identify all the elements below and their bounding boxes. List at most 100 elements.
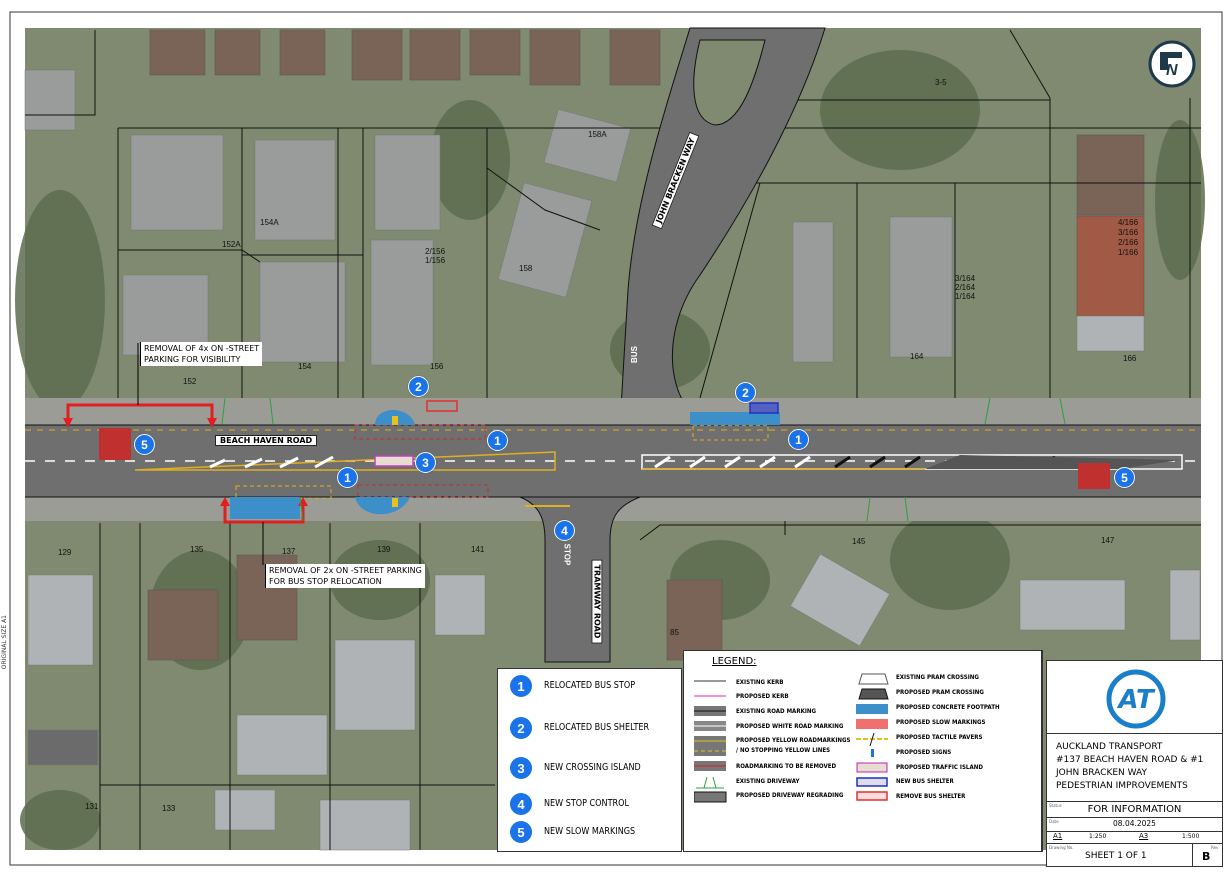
legend-item: PROPOSED CONCRETE FOOTPATH	[896, 703, 1000, 711]
lot-number: 1/156	[425, 256, 446, 265]
key-item: 2 RELOCATED BUS SHELTER	[510, 717, 674, 739]
lot-number: 164	[910, 352, 924, 361]
bus-road-text: BUS	[629, 346, 639, 363]
key-label: RELOCATED BUS STOP	[544, 680, 636, 691]
legend-item: NEW BUS SHELTER	[896, 777, 954, 785]
key-item: 4 NEW STOP CONTROL	[510, 793, 674, 815]
marker-5-slow-markings: 5	[134, 434, 155, 455]
lot-number: 158	[519, 264, 533, 273]
key-label: RELOCATED BUS SHELTER	[544, 722, 650, 733]
callout-line: FOR BUS STOP RELOCATION	[269, 577, 382, 586]
marker-4-stop-control: 4	[554, 520, 575, 541]
logo-text: AT	[1116, 685, 1156, 715]
key-label: NEW STOP CONTROL	[544, 798, 629, 809]
legend-swatches-right	[856, 673, 889, 801]
marker-1-bus-stop: 1	[487, 430, 508, 451]
legend-item: PROPOSED TACTILE PAVERS	[896, 733, 983, 741]
date-value: 08.04.2025	[1113, 819, 1156, 828]
lot-number: 85	[670, 628, 679, 637]
project-line: AUCKLAND TRANSPORT	[1056, 742, 1163, 752]
legend-item: / NO STOPPING YELLOW LINES	[736, 746, 831, 754]
marker-2-bus-shelter: 2	[735, 382, 756, 403]
lot-number: 1/164	[955, 292, 976, 301]
marker-5-slow-markings: 5	[1114, 467, 1135, 488]
project-description: AUCKLAND TRANSPORT #137 BEACH HAVEN ROAD…	[1056, 741, 1203, 793]
legend-item: EXISTING DRIVEWAY	[736, 777, 800, 785]
lot-number: 4/166	[1118, 218, 1139, 227]
scale-a3: 1:500	[1182, 833, 1200, 840]
marker-2-bus-shelter: 2	[408, 376, 429, 397]
title-block: AT AUCKLAND TRANSPORT #137 BEACH HAVEN R…	[1046, 660, 1223, 867]
legend-item: EXISTING KERB	[736, 678, 784, 686]
status-value: FOR INFORMATION	[1087, 804, 1182, 815]
street-label-beach-haven-road: BEACH HAVEN ROAD	[215, 435, 318, 446]
key-number-icon: 4	[510, 793, 532, 815]
project-line: #137 BEACH HAVEN ROAD & #1	[1056, 755, 1204, 765]
lot-number: 2/166	[1118, 238, 1139, 247]
legend-item: EXISTING ROAD MARKING	[736, 707, 817, 715]
legend-item: PROPOSED WHITE ROAD MARKING	[736, 722, 844, 730]
marker-1-bus-stop: 1	[788, 429, 809, 450]
key-number-icon: 2	[510, 717, 532, 739]
key-number-icon: 3	[510, 757, 532, 779]
auckland-transport-logo: AT	[1106, 669, 1166, 729]
key-number-icon: 5	[510, 821, 532, 843]
lot-number: 2/164	[955, 283, 976, 292]
legend-item: PROPOSED KERB	[736, 692, 789, 700]
legend-item: PROPOSED PRAM CROSSING	[896, 688, 984, 696]
lot-number: 154	[298, 362, 312, 371]
lot-number: 166	[1123, 354, 1137, 363]
legend-item: REMOVE BUS SHELTER	[896, 792, 966, 800]
lot-number: 156	[430, 362, 444, 371]
key-label: NEW SLOW MARKINGS	[544, 826, 636, 837]
size-a1: A1	[1053, 832, 1063, 840]
project-line: PEDESTRIAN IMPROVEMENTS	[1056, 781, 1188, 791]
lot-number: 145	[852, 537, 866, 546]
drawing-no-label: Drawing No.	[1049, 845, 1074, 850]
sheet-number: SHEET 1 OF 1	[1085, 851, 1147, 861]
lot-number: 129	[58, 548, 72, 557]
legend-item: ROADMARKING TO BE REMOVED	[736, 762, 837, 770]
scale-a1: 1:250	[1089, 833, 1107, 840]
legend-swatches-left	[694, 680, 727, 803]
size-a3: A3	[1139, 832, 1149, 840]
marker-1-bus-stop: 1	[337, 467, 358, 488]
date-label: Date	[1049, 819, 1059, 824]
legend-item: EXISTING PRAM CROSSING	[896, 673, 979, 681]
callout-parking-bus-stop: REMOVAL OF 2x ON -STREET PARKING FOR BUS…	[265, 564, 425, 588]
legend-box: LEGEND: EXISTING KERB PROPOSED KERB EXIS…	[683, 650, 1043, 852]
stop-road-text: STOP	[562, 543, 572, 566]
lot-number: 131	[85, 802, 99, 811]
lot-number: 152	[183, 377, 197, 386]
rev-label: Rev	[1211, 845, 1219, 850]
legend-item: PROPOSED SIGNS	[896, 748, 952, 756]
lot-number: 154A	[260, 218, 279, 227]
marker-3-crossing-island: 3	[415, 452, 436, 473]
margin-original-size: ORIGINAL SIZE A1	[1, 615, 8, 670]
callout-parking-visibility: REMOVAL OF 4x ON -STREET PARKING FOR VIS…	[140, 342, 263, 366]
lot-number: 3/164	[955, 274, 976, 283]
lot-number: 3/166	[1118, 228, 1139, 237]
lot-number: 152A	[222, 240, 241, 249]
callout-line: REMOVAL OF 4x ON -STREET	[144, 344, 260, 353]
lot-number: 141	[471, 545, 485, 554]
street-label-tramway-road: TRAMWAY ROAD	[591, 559, 603, 644]
lot-number: 1/166	[1118, 248, 1139, 257]
legend-item: PROPOSED DRIVEWAY REGRADING	[736, 791, 844, 799]
project-line: JOHN BRACKEN WAY	[1056, 768, 1147, 778]
legend-item: PROPOSED YELLOW ROADMARKINGS	[736, 736, 851, 744]
lot-number: 133	[162, 804, 176, 813]
legend-item: PROPOSED TRAFFIC ISLAND	[896, 763, 983, 771]
lot-number: 147	[1101, 536, 1115, 545]
lot-number: 139	[377, 545, 391, 554]
key-item: 5 NEW SLOW MARKINGS	[510, 821, 674, 843]
status-label: Status	[1049, 803, 1062, 808]
revision: B	[1202, 850, 1211, 863]
callout-line: REMOVAL OF 2x ON -STREET PARKING	[269, 566, 422, 575]
lot-number: 2/156	[425, 247, 446, 256]
legend-item: PROPOSED SLOW MARKINGS	[896, 718, 986, 726]
